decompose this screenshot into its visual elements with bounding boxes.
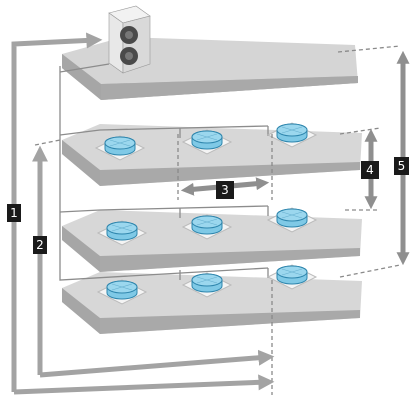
label-5: 5 xyxy=(394,157,409,175)
label-3-text: 3 xyxy=(221,183,229,197)
label-3: 3 xyxy=(216,181,234,199)
label-4: 4 xyxy=(361,161,379,179)
label-1: 1 xyxy=(7,204,21,222)
roof-slab xyxy=(62,37,358,100)
label-2: 2 xyxy=(33,236,47,254)
refrigerant-piping xyxy=(59,63,269,281)
outdoor-unit-icon xyxy=(108,5,151,74)
label-4-text: 4 xyxy=(366,163,374,177)
label-5-text: 5 xyxy=(398,159,406,173)
reference-lines xyxy=(34,45,401,395)
arrow-pipe-length-farthest-unit xyxy=(31,145,275,378)
label-2-text: 2 xyxy=(36,238,44,252)
label-1-text: 1 xyxy=(10,206,18,220)
arrow-total-pipe-length xyxy=(11,32,275,395)
